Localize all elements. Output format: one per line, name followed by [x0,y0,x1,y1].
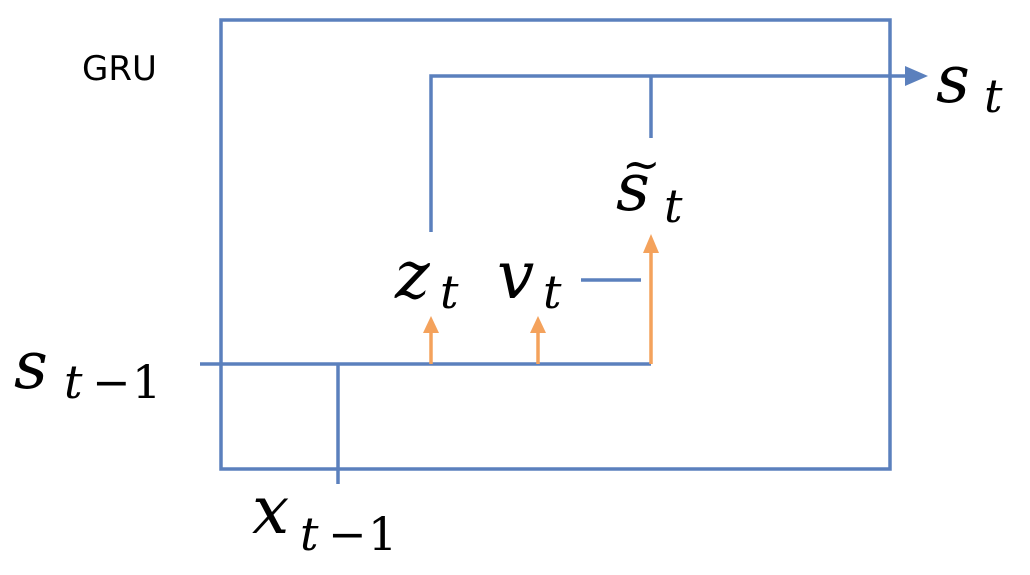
previous-state-subscript-num: 1 [132,355,161,409]
input-subscript-op: − [328,507,367,561]
output-arrowhead [905,66,928,86]
previous-state-base: s [14,327,48,404]
candidate-state-subscript: t [664,179,683,233]
update-gate-arrowhead [423,316,439,333]
input-label: x t − 1 [252,472,397,561]
diagram-title: GRU [82,49,157,89]
candidate-state-base: s [616,149,650,226]
reset-gate-subscript: t [543,265,562,319]
output-state-label: s t [936,41,1003,123]
update-gate-output-path [429,74,905,232]
input-subscript-num: 1 [368,507,397,561]
gru-cell-box [219,18,892,471]
input-base: x [252,472,289,549]
reset-gate-base: v [497,237,534,314]
input-subscript-var: t [300,507,319,561]
output-state-base: s [936,41,970,118]
previous-state-subscript-op: − [92,355,131,409]
update-gate-label: z t [394,237,459,319]
candidate-arrowhead [643,234,659,253]
candidate-state-label: ~ s t [616,137,683,233]
reset-gate-arrowhead [530,316,546,333]
previous-state-label: s t − 1 [14,327,161,409]
update-gate-subscript: t [440,265,459,319]
update-gate-base: z [394,237,431,314]
candidate-state-tilde: ~ [622,137,661,191]
output-state-subscript: t [984,69,1003,123]
reset-gate-label: v t [497,237,562,319]
previous-state-subscript-var: t [64,355,83,409]
